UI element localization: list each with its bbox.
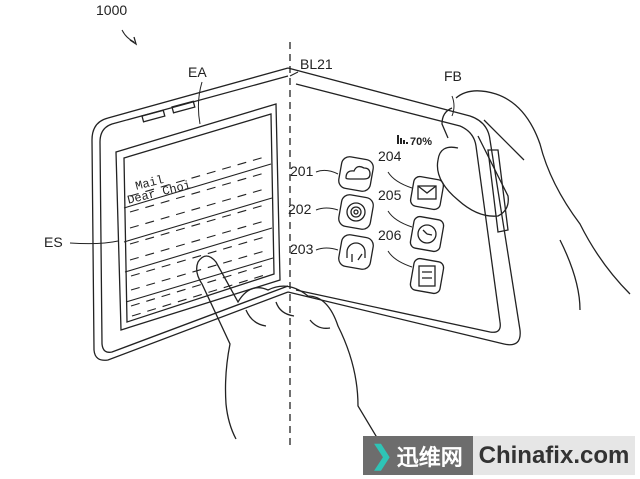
left-panel bbox=[91, 67, 289, 361]
right-panel bbox=[287, 67, 521, 346]
watermark-en: Chinafix.com bbox=[478, 441, 630, 469]
app-icons bbox=[338, 156, 445, 295]
watermark-cn: 迅维网 bbox=[396, 444, 463, 470]
ref-202: 202 bbox=[288, 201, 312, 217]
label-fb: FB bbox=[444, 68, 462, 84]
ref-204: 204 bbox=[378, 148, 402, 164]
reference-number: 1000 bbox=[96, 2, 128, 18]
volume-button bbox=[141, 109, 166, 123]
ref-203: 203 bbox=[290, 241, 314, 257]
ref-201: 201 bbox=[290, 163, 314, 179]
text-lines bbox=[123, 155, 274, 317]
battery-level: 70% bbox=[410, 136, 433, 148]
label-bl21: BL21 bbox=[300, 56, 333, 72]
left-screen bbox=[115, 103, 281, 331]
touching-hand-right bbox=[436, 90, 631, 311]
ref-206: 206 bbox=[378, 227, 402, 243]
watermark: ❯ 迅维网 Chinafix.com bbox=[363, 436, 635, 475]
chevron-logo-icon: ❯ bbox=[371, 440, 393, 470]
signal-bars-icon bbox=[397, 135, 408, 144]
ref-205: 205 bbox=[378, 187, 402, 203]
touching-hand-left bbox=[196, 255, 389, 457]
label-ea: EA bbox=[188, 64, 207, 80]
label-es: ES bbox=[44, 234, 63, 250]
